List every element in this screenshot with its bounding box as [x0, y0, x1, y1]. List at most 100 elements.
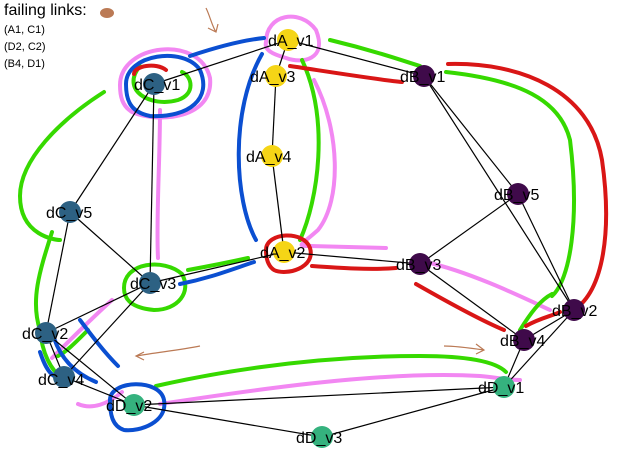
node-circle-dC_v4 — [53, 366, 75, 388]
failing-link-marker-icon — [100, 8, 114, 18]
node-dC_v5[interactable]: dC_v5 — [46, 201, 92, 223]
edge-dB_v5-dB_v2 — [517, 193, 575, 311]
node-label-dD_v3: dD_v3 — [296, 430, 342, 447]
green-path-center — [298, 58, 321, 242]
node-circle-dC_v5 — [59, 201, 81, 223]
node-label-dB_v5: dB_v5 — [494, 187, 539, 204]
green-path-c1 — [131, 64, 193, 104]
node-dB_v1[interactable]: dB_v1 — [400, 65, 445, 87]
node-circle-dD_v3 — [311, 426, 333, 448]
red-path-right — [446, 61, 609, 312]
pink-path-c1-ring — [118, 47, 213, 120]
node-label-dA_v2: dA_v2 — [260, 245, 305, 262]
node-label-dA_v4: dA_v4 — [246, 149, 291, 166]
green-path-d1-b4 — [518, 292, 554, 332]
node-label-dB_v2: dB_v2 — [552, 303, 597, 320]
red-path-b3-b4 — [414, 282, 506, 332]
node-label-dC_v4: dC_v4 — [38, 372, 84, 389]
green-path-top-right — [328, 38, 422, 68]
node-dC_v4[interactable]: dC_v4 — [38, 366, 84, 389]
node-circle-dD_v1 — [493, 376, 515, 398]
pink-path-top — [263, 14, 321, 63]
edge-dA_v1-dB_v1 — [287, 39, 425, 77]
edge-dA_v4-dA_v2 — [271, 155, 285, 253]
node-label-dC_v5: dC_v5 — [46, 205, 92, 222]
red-path-a2-b3 — [310, 264, 398, 271]
edge-dA_v3-dA_v4 — [271, 75, 277, 157]
edge-dC_v4-dD_v2 — [63, 376, 135, 406]
edge-dB_v3-dB_v4 — [419, 263, 525, 341]
node-circle-dC_v1 — [143, 73, 165, 95]
blue-path-c3-a2 — [178, 260, 256, 286]
node-dA_v2[interactable]: dA_v2 — [260, 241, 305, 263]
node-circle-dB_v1 — [413, 65, 435, 87]
node-dA_v3[interactable]: dA_v3 — [250, 65, 295, 87]
legend-item-a1-c1: (A1, C1) — [4, 24, 45, 36]
edge-dB_v2-dD_v1 — [503, 309, 575, 388]
edge-dC_v5-dC_v3 — [69, 211, 151, 284]
edge-dA_v1-dC_v1 — [153, 39, 289, 85]
node-circle-dD_v2 — [123, 394, 145, 416]
node-dB_v2[interactable]: dB_v2 — [552, 299, 597, 321]
node-label-dB_v4: dB_v4 — [500, 333, 545, 350]
node-label-dC_v3: dC_v3 — [130, 276, 176, 293]
edge-dD_v2-dD_v3 — [133, 404, 323, 438]
node-dA_v1[interactable]: dA_v1 — [268, 29, 313, 51]
node-dA_v4[interactable]: dA_v4 — [246, 145, 291, 167]
pink-path-d2-d1 — [158, 372, 522, 406]
topology-nodes: dA_v1 dA_v3 dA_v4 dA_v2 dC_v1 dC_v5 dC_v3 dC_v2… — [22, 29, 597, 448]
red-path-b4-b2 — [524, 310, 562, 328]
node-dB_v5[interactable]: dB_v5 — [494, 183, 539, 205]
node-label-dD_v2: dD_v2 — [106, 398, 152, 415]
blue-path-c2-c — [38, 350, 56, 378]
pink-path-bottom-left — [76, 390, 124, 409]
edge-dD_v1-dD_v2 — [133, 386, 505, 406]
node-circle-dB_v2 — [563, 299, 585, 321]
edge-dC_v1-dC_v5 — [69, 83, 155, 213]
node-circle-dB_v4 — [513, 329, 535, 351]
node-dB_v3[interactable]: dB_v3 — [396, 253, 441, 275]
pink-path-left — [50, 298, 114, 360]
node-label-dB_v3: dB_v3 — [396, 257, 441, 274]
node-dB_v4[interactable]: dB_v4 — [500, 329, 545, 351]
node-circle-dA_v1 — [277, 29, 299, 51]
pink-path-b3-b4 — [424, 260, 552, 312]
edge-dC_v3-dA_v2 — [149, 251, 285, 284]
edge-dB_v1-dB_v5 — [423, 75, 519, 195]
green-path-right-arc — [444, 70, 576, 298]
node-label-dB_v1: dB_v1 — [400, 69, 445, 86]
edge-dC_v3-dC_v4 — [63, 282, 151, 378]
node-circle-dA_v3 — [265, 65, 287, 87]
legend-item-b4-d1: (B4, D1) — [4, 58, 45, 70]
node-label-dA_v1: dA_v1 — [268, 33, 313, 50]
edge-dC_v1-dC_v3 — [149, 83, 155, 284]
node-dC_v1[interactable]: dC_v1 — [134, 73, 180, 95]
node-circle-dC_v2 — [35, 322, 57, 344]
topology-edges — [45, 39, 575, 438]
legend-title: failing links: — [4, 2, 87, 19]
node-dD_v2[interactable]: dD_v2 — [106, 394, 152, 416]
green-path-c3-ring — [122, 262, 188, 312]
node-dD_v1[interactable]: dD_v1 — [478, 376, 524, 398]
node-label-dA_v3: dA_v3 — [250, 69, 295, 86]
blue-path-center — [236, 52, 264, 242]
green-path-d2-d1 — [154, 354, 508, 388]
blue-path-c1-ring — [124, 54, 206, 119]
node-dC_v3[interactable]: dC_v3 — [130, 272, 176, 294]
red-path-a2-ring — [264, 233, 313, 274]
blue-path-c2-a — [52, 336, 98, 384]
edge-dD_v1-dD_v3 — [321, 386, 505, 438]
node-label-dC_v2: dC_v2 — [22, 326, 68, 343]
node-dC_v2[interactable]: dC_v2 — [22, 322, 68, 344]
annotation-arrows — [134, 7, 486, 361]
blue-path-top — [188, 36, 266, 58]
node-label-dC_v1: dC_v1 — [134, 77, 180, 94]
red-path-top — [288, 64, 404, 84]
node-circle-dC_v3 — [139, 272, 161, 294]
node-dD_v3[interactable]: dD_v3 — [296, 426, 342, 448]
edge-dB_v5-dB_v3 — [419, 193, 519, 265]
red-path-c1 — [132, 63, 168, 76]
annotation-arrow-left-icon — [134, 345, 201, 361]
